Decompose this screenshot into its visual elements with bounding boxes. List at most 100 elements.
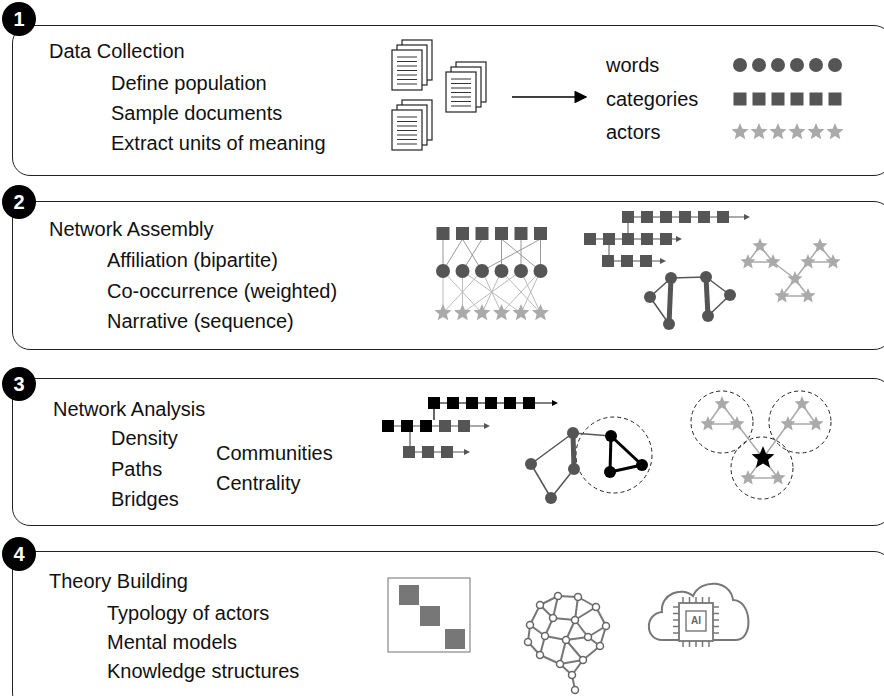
word-dot <box>568 463 580 475</box>
word-dot <box>456 264 470 278</box>
actor-star <box>714 396 729 410</box>
word-dot <box>702 310 714 322</box>
link-line <box>702 641 704 647</box>
stage-heading: Network Assembly <box>49 217 214 241</box>
actor-star <box>787 271 802 285</box>
cloud <box>649 584 749 640</box>
category-square <box>403 446 415 458</box>
link-line <box>382 425 486 426</box>
link-line <box>397 144 417 145</box>
link-line <box>433 409 434 420</box>
category-square <box>466 397 478 409</box>
link-line <box>708 597 710 603</box>
word-dot <box>809 58 823 72</box>
category-square <box>445 629 465 649</box>
category-square <box>456 227 469 240</box>
link-line <box>708 641 710 647</box>
stage-item: Communities <box>216 441 333 465</box>
stage-item: Define population <box>111 71 267 95</box>
chip-core <box>686 611 706 631</box>
neuron <box>569 672 576 679</box>
arrow-head <box>464 449 470 455</box>
word-dot <box>752 58 766 72</box>
link-line <box>669 278 671 324</box>
step-badge: 3 <box>2 367 36 401</box>
category-square <box>641 233 653 245</box>
category-square <box>439 420 451 432</box>
category-square <box>679 211 691 223</box>
stage-heading: Theory Building <box>49 569 188 593</box>
stage-item: Knowledge structures <box>107 659 299 683</box>
word-dot <box>514 264 528 278</box>
actor-star <box>765 254 780 268</box>
link-line <box>713 626 719 628</box>
actor-star <box>800 288 815 302</box>
link-line <box>451 97 471 98</box>
word-dot <box>665 272 677 284</box>
word-dot <box>436 264 450 278</box>
category-square <box>810 93 823 106</box>
category-square <box>640 255 652 267</box>
legend-sample <box>733 58 842 72</box>
legend-label: categories <box>606 87 698 111</box>
stage-item: Extract units of meaning <box>111 131 326 155</box>
link-line <box>689 597 691 603</box>
actor-star <box>808 416 823 430</box>
legend-label: words <box>606 53 659 77</box>
theory-illustration <box>388 578 748 694</box>
word-dot <box>605 430 617 442</box>
arrow-head <box>744 214 750 220</box>
category-square <box>772 93 785 106</box>
link-line <box>397 121 417 122</box>
neuron <box>555 593 562 600</box>
link-line <box>397 84 417 85</box>
step-badge: 1 <box>2 2 36 36</box>
actor-star <box>700 416 715 430</box>
word-dot <box>636 459 648 471</box>
link-line <box>611 436 642 465</box>
category-square <box>622 233 634 245</box>
category-square <box>420 420 432 432</box>
neuron <box>572 687 579 694</box>
neuron <box>550 615 557 622</box>
flow-arrow <box>512 96 586 98</box>
legend-sample <box>734 93 842 106</box>
actor-star <box>826 123 843 139</box>
actor-star <box>788 123 805 139</box>
link-line <box>609 245 610 255</box>
neuron <box>603 623 610 630</box>
step-badge: 2 <box>2 185 36 219</box>
link-line <box>397 79 417 80</box>
link-line <box>451 106 471 107</box>
legend-sample <box>731 123 843 139</box>
word-dot <box>790 58 804 72</box>
category-square <box>717 211 729 223</box>
arrow-head <box>484 423 490 429</box>
word-dot <box>495 264 509 278</box>
step-number: 2 <box>13 192 24 212</box>
link-line <box>463 271 522 313</box>
step-badge: 4 <box>2 537 36 571</box>
link-line <box>397 70 417 71</box>
actor-star <box>473 304 490 320</box>
neuron <box>575 594 582 601</box>
category-square <box>441 446 453 458</box>
page <box>392 50 422 90</box>
word-dot <box>475 264 489 278</box>
stage-item: Typology of actors <box>107 601 269 625</box>
word-dot <box>525 458 537 470</box>
category-square <box>621 255 633 267</box>
actor-star <box>800 254 815 268</box>
actor-star <box>780 416 795 430</box>
category-square <box>641 211 653 223</box>
link-line <box>397 135 417 136</box>
link-line <box>463 271 522 313</box>
category-square <box>437 227 450 240</box>
word-dot <box>567 427 579 439</box>
category-square <box>515 227 528 240</box>
link-line <box>397 126 417 127</box>
link-line <box>397 139 417 140</box>
category-square <box>495 227 508 240</box>
actor-star <box>740 254 755 268</box>
stage-item: Bridges <box>111 487 179 511</box>
